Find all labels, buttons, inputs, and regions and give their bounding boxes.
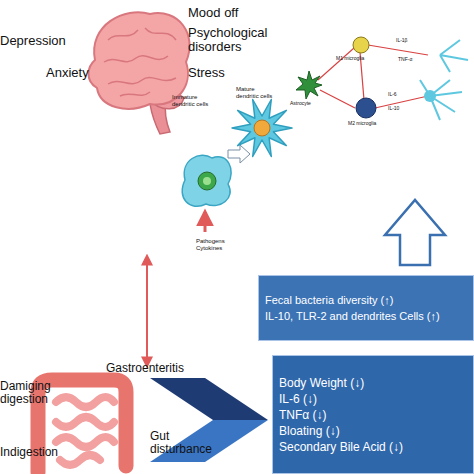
effect-text: Bloating (↓) (279, 423, 467, 439)
annotation-label: TNF-α (398, 57, 412, 63)
microglia-network (296, 37, 468, 120)
small-intestine (56, 397, 114, 465)
annotation-label: Stress (188, 66, 225, 80)
neuron-cell (420, 80, 462, 120)
annotation-label: Gut disturbance (150, 430, 212, 456)
result-box: Body Weight (↓)IL-6 (↓)TNFα (↓)Bloating … (272, 355, 474, 474)
brain-gyri (104, 28, 176, 96)
block-arrow (385, 200, 445, 265)
brain-illustration (88, 12, 189, 134)
annotation-label: Indigestion (0, 446, 58, 459)
annotation-label: Mood off (188, 6, 238, 20)
effect-text: Body Weight (↓) (279, 375, 467, 391)
chevron-arrow (150, 420, 268, 462)
maturation-arrow (228, 145, 250, 163)
mature-cell (232, 100, 292, 157)
astrocyte-cell (296, 71, 322, 99)
effect-text: Fecal bacteria diversity (↑) (265, 292, 467, 308)
cell-nucleus (254, 120, 270, 136)
network-line (318, 48, 354, 80)
annotation-label: Mature dendritic cells (236, 86, 278, 99)
microglia-cell (353, 37, 369, 53)
annotation-label: Astrocyte (290, 101, 311, 107)
microglia-cell (356, 98, 376, 118)
neuron-cell (440, 40, 468, 72)
effect-text: IL-10, TLR-2 and dendrites Cells (↑) (265, 308, 467, 324)
annotation-label: IL-10 (388, 106, 399, 112)
annotation-label: Pathogens Cytokines (196, 238, 236, 251)
immature-cell (182, 155, 231, 206)
network-line (368, 45, 428, 55)
annotation-label: Immature dendritic cells (172, 94, 214, 107)
stimulus-arrow (204, 212, 207, 232)
effect-text: Secondary Bile Acid (↓) (279, 439, 467, 455)
annotation-label: IL-6 (388, 92, 397, 98)
effect-text: TNFα (↓) (279, 407, 467, 423)
effect-text: IL-6 (↓) (279, 391, 467, 407)
cell-nucleolus (203, 177, 211, 185)
annotation-label: Depression (0, 34, 66, 48)
neuron-cell (424, 90, 436, 102)
annotation-label: M1 microglia (336, 56, 364, 62)
chevron-arrow (150, 378, 268, 420)
annotation-label: Gastroenteritis (106, 362, 184, 375)
annotation-label: Psychological disorders (188, 26, 288, 55)
annotation-label: IL-1β (396, 38, 408, 44)
dendritic-cell-illustration (182, 100, 292, 233)
network-line (375, 96, 428, 108)
gut-brain-arrow (146, 256, 148, 366)
annotation-label: M2 microglia (348, 121, 376, 127)
annotation-label: Damiging digestion (0, 380, 62, 406)
result-box: Fecal bacteria diversity (↑)IL-10, TLR-2… (258, 275, 474, 341)
network-line (320, 90, 355, 108)
annotation-label: Anxiety (46, 66, 89, 80)
cell-nucleus (198, 172, 216, 190)
